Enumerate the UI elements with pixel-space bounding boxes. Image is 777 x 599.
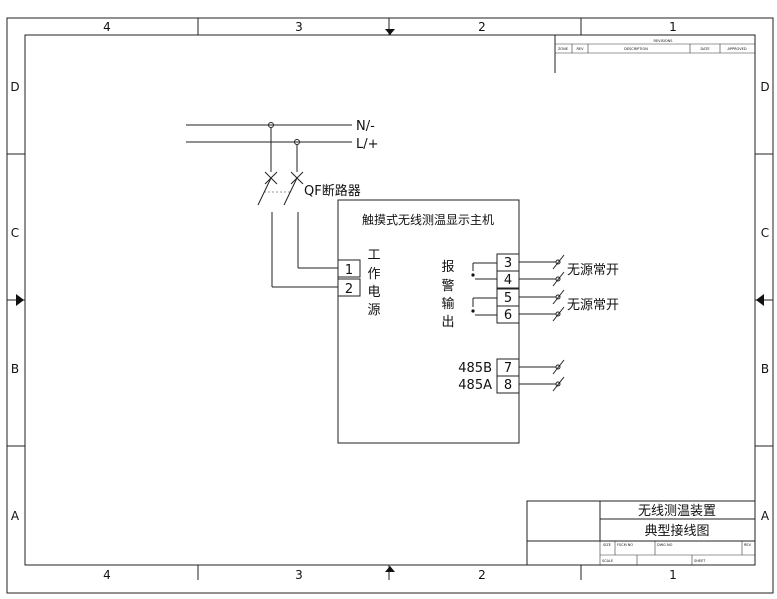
row-label-right-b: B bbox=[761, 362, 769, 376]
external-wiring: 无源常开 无源常开 bbox=[519, 254, 619, 392]
alarm-char-4: 出 bbox=[441, 315, 454, 330]
revision-title: REVISIONS bbox=[654, 39, 674, 43]
col-label-top-3: 3 bbox=[295, 20, 303, 34]
col-label-bottom-3: 3 bbox=[295, 568, 303, 582]
title-line-2: 典型接线图 bbox=[644, 523, 709, 539]
rs485-b-label: 485B bbox=[458, 361, 492, 376]
drawing-frame bbox=[6, 17, 774, 594]
terminal-5-label: 5 bbox=[504, 291, 512, 306]
revision-header-date: DATE bbox=[700, 47, 709, 51]
revision-header-description: DESCRIPTION bbox=[624, 47, 648, 51]
revision-header-rev: REV bbox=[576, 47, 584, 51]
terminal-1-label: 1 bbox=[345, 263, 353, 278]
wire-end-icon-3 bbox=[552, 254, 565, 270]
power-char-1: 工 bbox=[367, 248, 380, 263]
live-junction bbox=[294, 139, 300, 145]
neutral-label: N/- bbox=[356, 119, 375, 134]
title-line-1: 无线测温装置 bbox=[638, 504, 716, 519]
terminal-7-label: 7 bbox=[504, 361, 512, 376]
col-label-top-4: 4 bbox=[103, 20, 111, 34]
breaker-label: QF断路器 bbox=[304, 183, 361, 199]
revision-header-zone: ZONE bbox=[558, 47, 568, 51]
live-label: L/+ bbox=[356, 137, 379, 152]
col-label-bottom-4: 4 bbox=[103, 568, 111, 582]
center-mark-bottom-icon bbox=[385, 566, 395, 572]
row-label-right-a: A bbox=[761, 509, 770, 523]
wire-end-icon-4 bbox=[552, 271, 565, 287]
row-label-left-b: B bbox=[11, 362, 19, 376]
terminal-6-label: 6 bbox=[504, 308, 512, 323]
center-mark-top-icon bbox=[385, 29, 395, 35]
terminal-8-label: 8 bbox=[504, 378, 512, 393]
revision-block: REVISIONS ZONE REV DESCRIPTION DATE APPR… bbox=[554, 35, 755, 73]
revision-header-approved: APPROVED bbox=[727, 47, 746, 51]
col-label-bottom-1: 1 bbox=[669, 568, 677, 582]
device-box: 触摸式无线测温显示主机 1 2 工 作 电 源 报 警 输 出 3 4 5 6 bbox=[337, 199, 520, 444]
col-label-bottom-2: 2 bbox=[478, 568, 486, 582]
row-label-right-d: D bbox=[760, 80, 769, 94]
neutral-junction bbox=[268, 122, 274, 128]
wire-end-icon-5 bbox=[552, 289, 565, 305]
field-scale: SCALE bbox=[602, 559, 613, 563]
field-rev: REV bbox=[744, 543, 752, 547]
supply-circuit: N/- L/+ QF断路器 bbox=[186, 119, 379, 288]
device-title: 触摸式无线测温显示主机 bbox=[362, 213, 494, 227]
terminal-4-label: 4 bbox=[504, 273, 512, 288]
relay-label-2: 无源常开 bbox=[567, 298, 619, 313]
col-label-top-2: 2 bbox=[478, 20, 486, 34]
field-size: SIZE bbox=[603, 543, 611, 547]
alarm-char-1: 报 bbox=[441, 260, 454, 275]
field-fscm: FSCM NO bbox=[617, 543, 633, 547]
rs485-a-label: 485A bbox=[458, 378, 492, 393]
power-char-2: 作 bbox=[367, 267, 380, 282]
wire-end-icon-8 bbox=[552, 376, 565, 392]
field-sheet: SHEET bbox=[694, 559, 706, 563]
power-char-4: 源 bbox=[367, 303, 380, 318]
alarm-char-3: 输 bbox=[441, 296, 454, 312]
wire-end-icon-6 bbox=[552, 306, 565, 322]
center-mark-left-icon bbox=[16, 294, 24, 306]
terminal-2 bbox=[337, 278, 361, 297]
title-block: 无线测温装置 典型接线图 SIZE FSCM NO DWG NO REV SCA… bbox=[526, 500, 756, 566]
row-label-left-a: A bbox=[11, 509, 20, 523]
alarm-char-2: 警 bbox=[441, 278, 454, 294]
terminal-3-label: 3 bbox=[504, 256, 512, 271]
row-label-left-d: D bbox=[10, 80, 19, 94]
terminal-2-label: 2 bbox=[345, 282, 353, 297]
power-char-3: 电 bbox=[367, 285, 380, 300]
terminal-1 bbox=[337, 259, 361, 278]
relay-label-1: 无源常开 bbox=[567, 263, 619, 278]
row-label-right-c: C bbox=[761, 226, 769, 240]
center-mark-right-icon bbox=[756, 294, 764, 306]
zone-labels: 4 3 2 1 4 3 2 1 D C B A D C B A bbox=[10, 20, 770, 582]
wire-end-icon-7 bbox=[552, 359, 565, 375]
field-dwg: DWG NO bbox=[657, 543, 673, 547]
row-label-left-c: C bbox=[11, 226, 19, 240]
col-label-top-1: 1 bbox=[669, 20, 677, 34]
